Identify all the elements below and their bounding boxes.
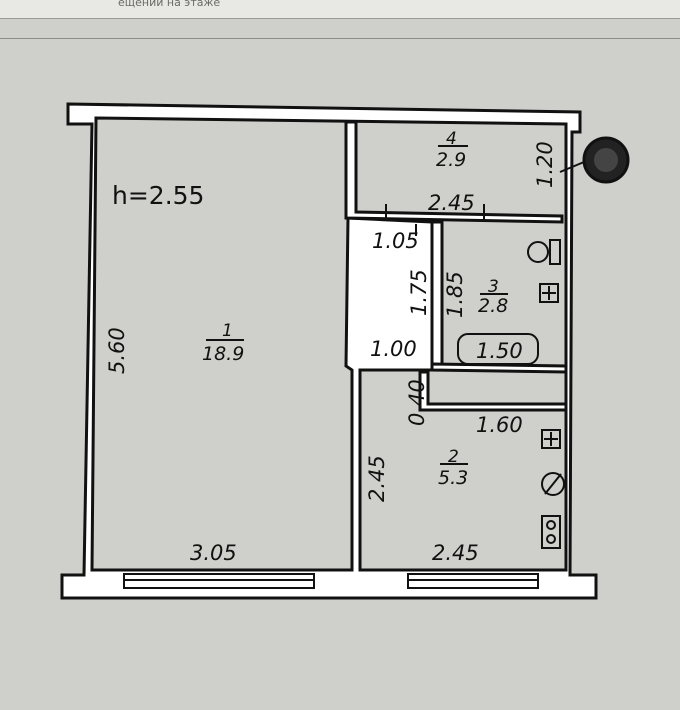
header-caption: ещении на этаже bbox=[118, 0, 221, 9]
vent-duct-inner-icon bbox=[594, 148, 618, 172]
room3-area: 2.8 bbox=[478, 295, 508, 317]
corridor-partition bbox=[430, 220, 444, 370]
top-bar: ещении на этаже bbox=[0, 0, 680, 19]
dim-corridor-lower: 1.00 bbox=[370, 337, 417, 361]
room2-area: 5.3 bbox=[438, 467, 468, 489]
dim-kitchen-height: 2.45 bbox=[365, 455, 389, 502]
dim-kitchen-width: 1.60 bbox=[476, 413, 523, 437]
dim-corridor-width: 1.05 bbox=[372, 229, 419, 253]
room4-number: 4 bbox=[446, 129, 457, 149]
dim-bottom-right: 2.45 bbox=[432, 541, 479, 565]
ceiling-height-label: h=2.55 bbox=[112, 181, 204, 210]
room4-partition bbox=[344, 120, 564, 224]
header-divider bbox=[0, 38, 680, 39]
bath-socket-icon bbox=[539, 283, 559, 303]
dim-room4-height: 1.20 bbox=[533, 141, 557, 188]
vent-leader-line bbox=[559, 161, 585, 173]
room4-area: 2.9 bbox=[436, 149, 466, 171]
stove-icon bbox=[541, 515, 561, 549]
room1-number: 1 bbox=[222, 321, 233, 341]
dim-kitchen-offset: 0.40 bbox=[405, 379, 429, 426]
room3-number: 3 bbox=[488, 277, 499, 297]
kitchen-partition bbox=[418, 370, 568, 412]
dim-bath-height: 1.85 bbox=[443, 271, 467, 318]
toilet-icon bbox=[527, 239, 561, 265]
sink-icon bbox=[541, 472, 565, 496]
kitchen-socket-icon bbox=[541, 429, 561, 449]
dim-left-height: 5.60 bbox=[105, 327, 129, 374]
room1-area: 18.9 bbox=[202, 343, 244, 365]
bath-partition bbox=[430, 362, 568, 374]
dim-bath-fixture: 1.50 bbox=[476, 339, 523, 363]
bathtub-icon bbox=[457, 333, 539, 365]
dim-bottom-left: 3.05 bbox=[190, 541, 237, 565]
dim-room4-width: 2.45 bbox=[428, 191, 475, 215]
room2-number: 2 bbox=[448, 447, 459, 467]
dim-corridor-height: 1.75 bbox=[407, 269, 431, 316]
